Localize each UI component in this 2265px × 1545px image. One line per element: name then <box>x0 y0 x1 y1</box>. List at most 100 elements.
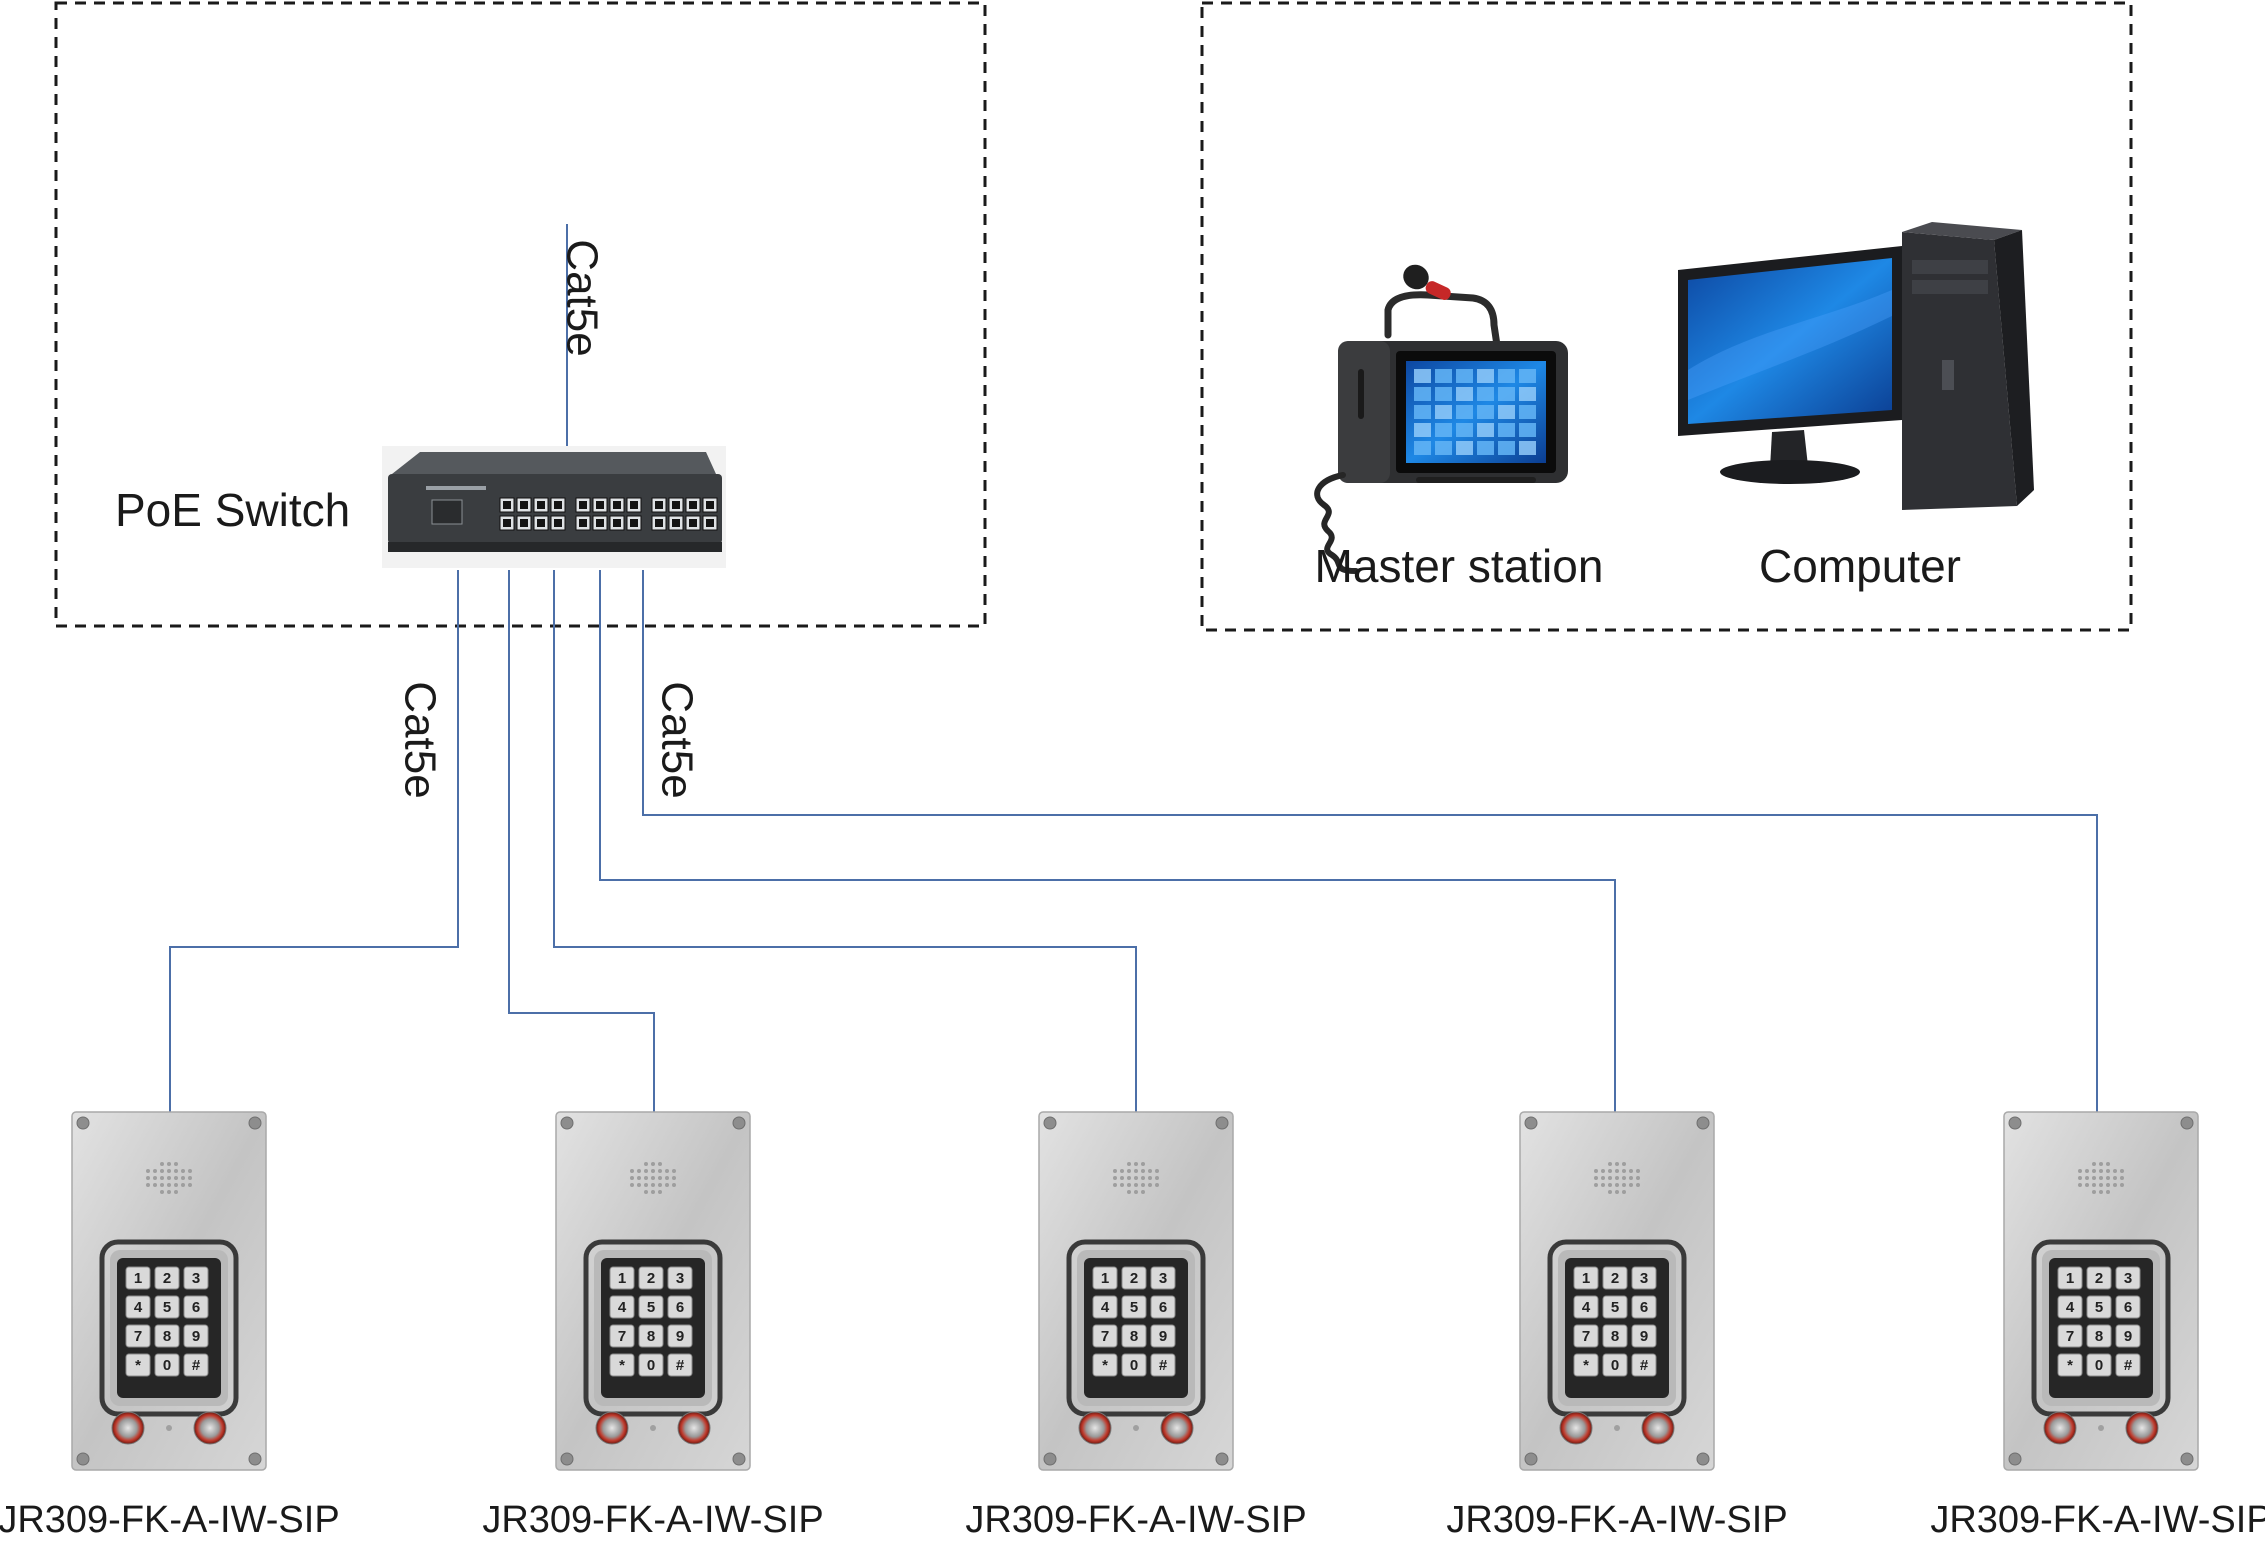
keypad-key-label: 5 <box>1130 1299 1138 1316</box>
keypad-key <box>1602 1353 1628 1377</box>
keypad-key-label: 3 <box>192 1270 200 1287</box>
keypad-key-label: # <box>676 1357 685 1374</box>
keypad-key <box>638 1324 664 1348</box>
keypad-key <box>638 1266 664 1290</box>
keypad-key-label: 6 <box>1640 1299 1648 1316</box>
screw-icon <box>248 1452 262 1466</box>
keypad-key-label: 0 <box>1611 1357 1619 1374</box>
keypad-key-label: 9 <box>676 1328 684 1345</box>
keypad-key <box>667 1295 693 1319</box>
speaker-grille-icon <box>630 1162 676 1194</box>
speaker-grille-icon <box>1594 1162 1640 1194</box>
keypad-key-label: * <box>2067 1357 2073 1374</box>
keypad-key <box>183 1266 209 1290</box>
keypad-key-label: 1 <box>618 1270 626 1287</box>
keypad-key <box>125 1295 151 1319</box>
screw-icon <box>76 1116 90 1130</box>
keypad-key <box>2086 1295 2112 1319</box>
keypad-key-label: 5 <box>2095 1299 2103 1316</box>
keypad-key <box>2086 1353 2112 1377</box>
keypad-key-label: 7 <box>1582 1328 1590 1345</box>
call-button-icon <box>1559 1411 1593 1445</box>
indicator-led-icon <box>166 1425 172 1431</box>
keypad-key-label: 0 <box>2095 1357 2103 1374</box>
keypad-key-label: 0 <box>163 1357 171 1374</box>
keypad-key-label: 2 <box>1130 1270 1138 1287</box>
screw-icon <box>1696 1116 1710 1130</box>
indicator-led-icon <box>2098 1425 2104 1431</box>
keypad-key <box>1150 1324 1176 1348</box>
keypad-key <box>125 1353 151 1377</box>
keypad-key-label: 9 <box>1640 1328 1648 1345</box>
cable-to-intercom-2 <box>508 570 655 1112</box>
keypad-key <box>1092 1353 1118 1377</box>
speaker-grille-icon <box>2078 1162 2124 1194</box>
keypad-key <box>183 1324 209 1348</box>
keypad-key-label: 1 <box>1101 1270 1109 1287</box>
screw-icon <box>2008 1452 2022 1466</box>
keypad-key-label: # <box>1159 1357 1168 1374</box>
keypad-key-label: 4 <box>1101 1299 1110 1316</box>
keypad-key <box>1631 1353 1657 1377</box>
keypad-key-label: 6 <box>192 1299 200 1316</box>
cable-to-intercom-3 <box>553 570 1137 1112</box>
intercom-model-label: JR309-FK-A-IW-SIP <box>965 1499 1306 1541</box>
keypad-key <box>1092 1266 1118 1290</box>
keypad-key-label: 6 <box>1159 1299 1167 1316</box>
keypad-key <box>183 1295 209 1319</box>
right-cable-label: Cat5e <box>653 681 702 798</box>
screw-icon <box>2180 1452 2194 1466</box>
keypad-key <box>1092 1324 1118 1348</box>
keypad-key <box>1150 1266 1176 1290</box>
keypad-key <box>2115 1295 2141 1319</box>
keypad-key <box>183 1353 209 1377</box>
keypad-key <box>667 1266 693 1290</box>
screw-icon <box>1524 1116 1538 1130</box>
keypad-key-label: 2 <box>647 1270 655 1287</box>
keypad-key <box>1121 1353 1147 1377</box>
keypad-key <box>1602 1295 1628 1319</box>
intercom-model-label: JR309-FK-A-IW-SIP <box>1446 1499 1787 1541</box>
keypad-key-label: 7 <box>618 1328 626 1345</box>
keypad-key <box>1150 1295 1176 1319</box>
switch-area-boundary <box>54 1 987 628</box>
cable-to-intercom-5 <box>642 570 2098 1112</box>
desktop-computer-icon <box>1678 222 2034 510</box>
keypad-key <box>1092 1295 1118 1319</box>
keypad-key <box>1121 1266 1147 1290</box>
screw-icon <box>248 1116 262 1130</box>
keypad-key <box>2057 1324 2083 1348</box>
keypad-key <box>609 1353 635 1377</box>
keypad-key <box>125 1324 151 1348</box>
keypad-key-label: 1 <box>134 1270 142 1287</box>
keypad-key-label: 0 <box>647 1357 655 1374</box>
keypad-key <box>125 1266 151 1290</box>
keypad-key <box>2086 1266 2112 1290</box>
speaker-grille-icon <box>146 1162 192 1194</box>
keypad-key <box>609 1266 635 1290</box>
screw-icon <box>560 1116 574 1130</box>
screw-icon <box>560 1452 574 1466</box>
keypad-key <box>638 1295 664 1319</box>
indicator-led-icon <box>650 1425 656 1431</box>
keypad-key-label: 8 <box>1611 1328 1619 1345</box>
keypad-key-label: # <box>2124 1357 2133 1374</box>
call-button-icon <box>193 1411 227 1445</box>
keypad-key <box>154 1324 180 1348</box>
keypad-key-label: # <box>192 1357 201 1374</box>
keypad-key-label: 3 <box>2124 1270 2132 1287</box>
master-station-label: Master station <box>1315 540 1604 592</box>
master-station-icon <box>1314 264 1568 574</box>
keypad-key <box>154 1295 180 1319</box>
keypad-key <box>609 1295 635 1319</box>
screw-icon <box>1043 1116 1057 1130</box>
keypad-key-label: 5 <box>647 1299 655 1316</box>
screw-icon <box>732 1452 746 1466</box>
keypad-key-label: 3 <box>676 1270 684 1287</box>
screw-icon <box>1215 1452 1229 1466</box>
